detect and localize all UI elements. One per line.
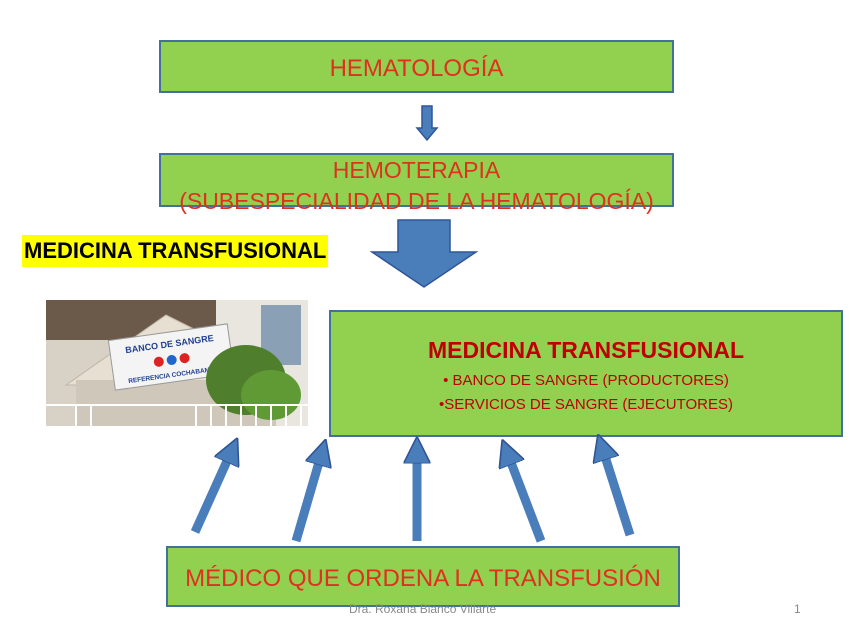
hemoterapia-subtitle: (SUBESPECIALIDAD DE LA HEMATOLOGÍA) [179,188,654,214]
blood-bank-photo: BANCO DE SANGRE REFERENCIA COCHABAMBA [46,300,308,426]
box-medicina-transfusional: MEDICINA TRANSFUSIONAL • BANCO DE SANGRE… [329,310,843,437]
hemoterapia-label: HEMOTERAPIA [332,157,501,183]
arrow-up-4 [507,452,546,543]
arrow-up-1 [190,450,232,534]
arrow-down-large [369,219,479,288]
highlight-label-medicina: MEDICINA TRANSFUSIONAL [22,235,329,267]
box-medico: MÉDICO QUE ORDENA LA TRANSFUSIÓN [166,546,680,607]
medicina-item-banco: • BANCO DE SANGRE (PRODUCTORES) [443,372,729,389]
hematologia-label: HEMATOLOGÍA [329,55,504,82]
footer-page-number: 1 [794,602,801,616]
medico-label: MÉDICO QUE ORDENA LA TRANSFUSIÓN [185,565,661,592]
box-hematologia: HEMATOLOGÍA [159,40,674,93]
footer-author: Dra. Roxana Blanco Villarte [349,602,497,616]
box-hemoterapia: HEMOTERAPIA (SUBESPECIALIDAD DE LA HEMAT… [159,153,674,214]
arrow-up-2 [291,452,322,543]
medicina-item-servicios: •SERVICIOS DE SANGRE (EJECUTORES) [439,396,733,413]
arrow-up-5 [602,447,635,537]
arrow-down-small [415,105,439,142]
medicina-title: MEDICINA TRANSFUSIONAL [427,337,745,363]
